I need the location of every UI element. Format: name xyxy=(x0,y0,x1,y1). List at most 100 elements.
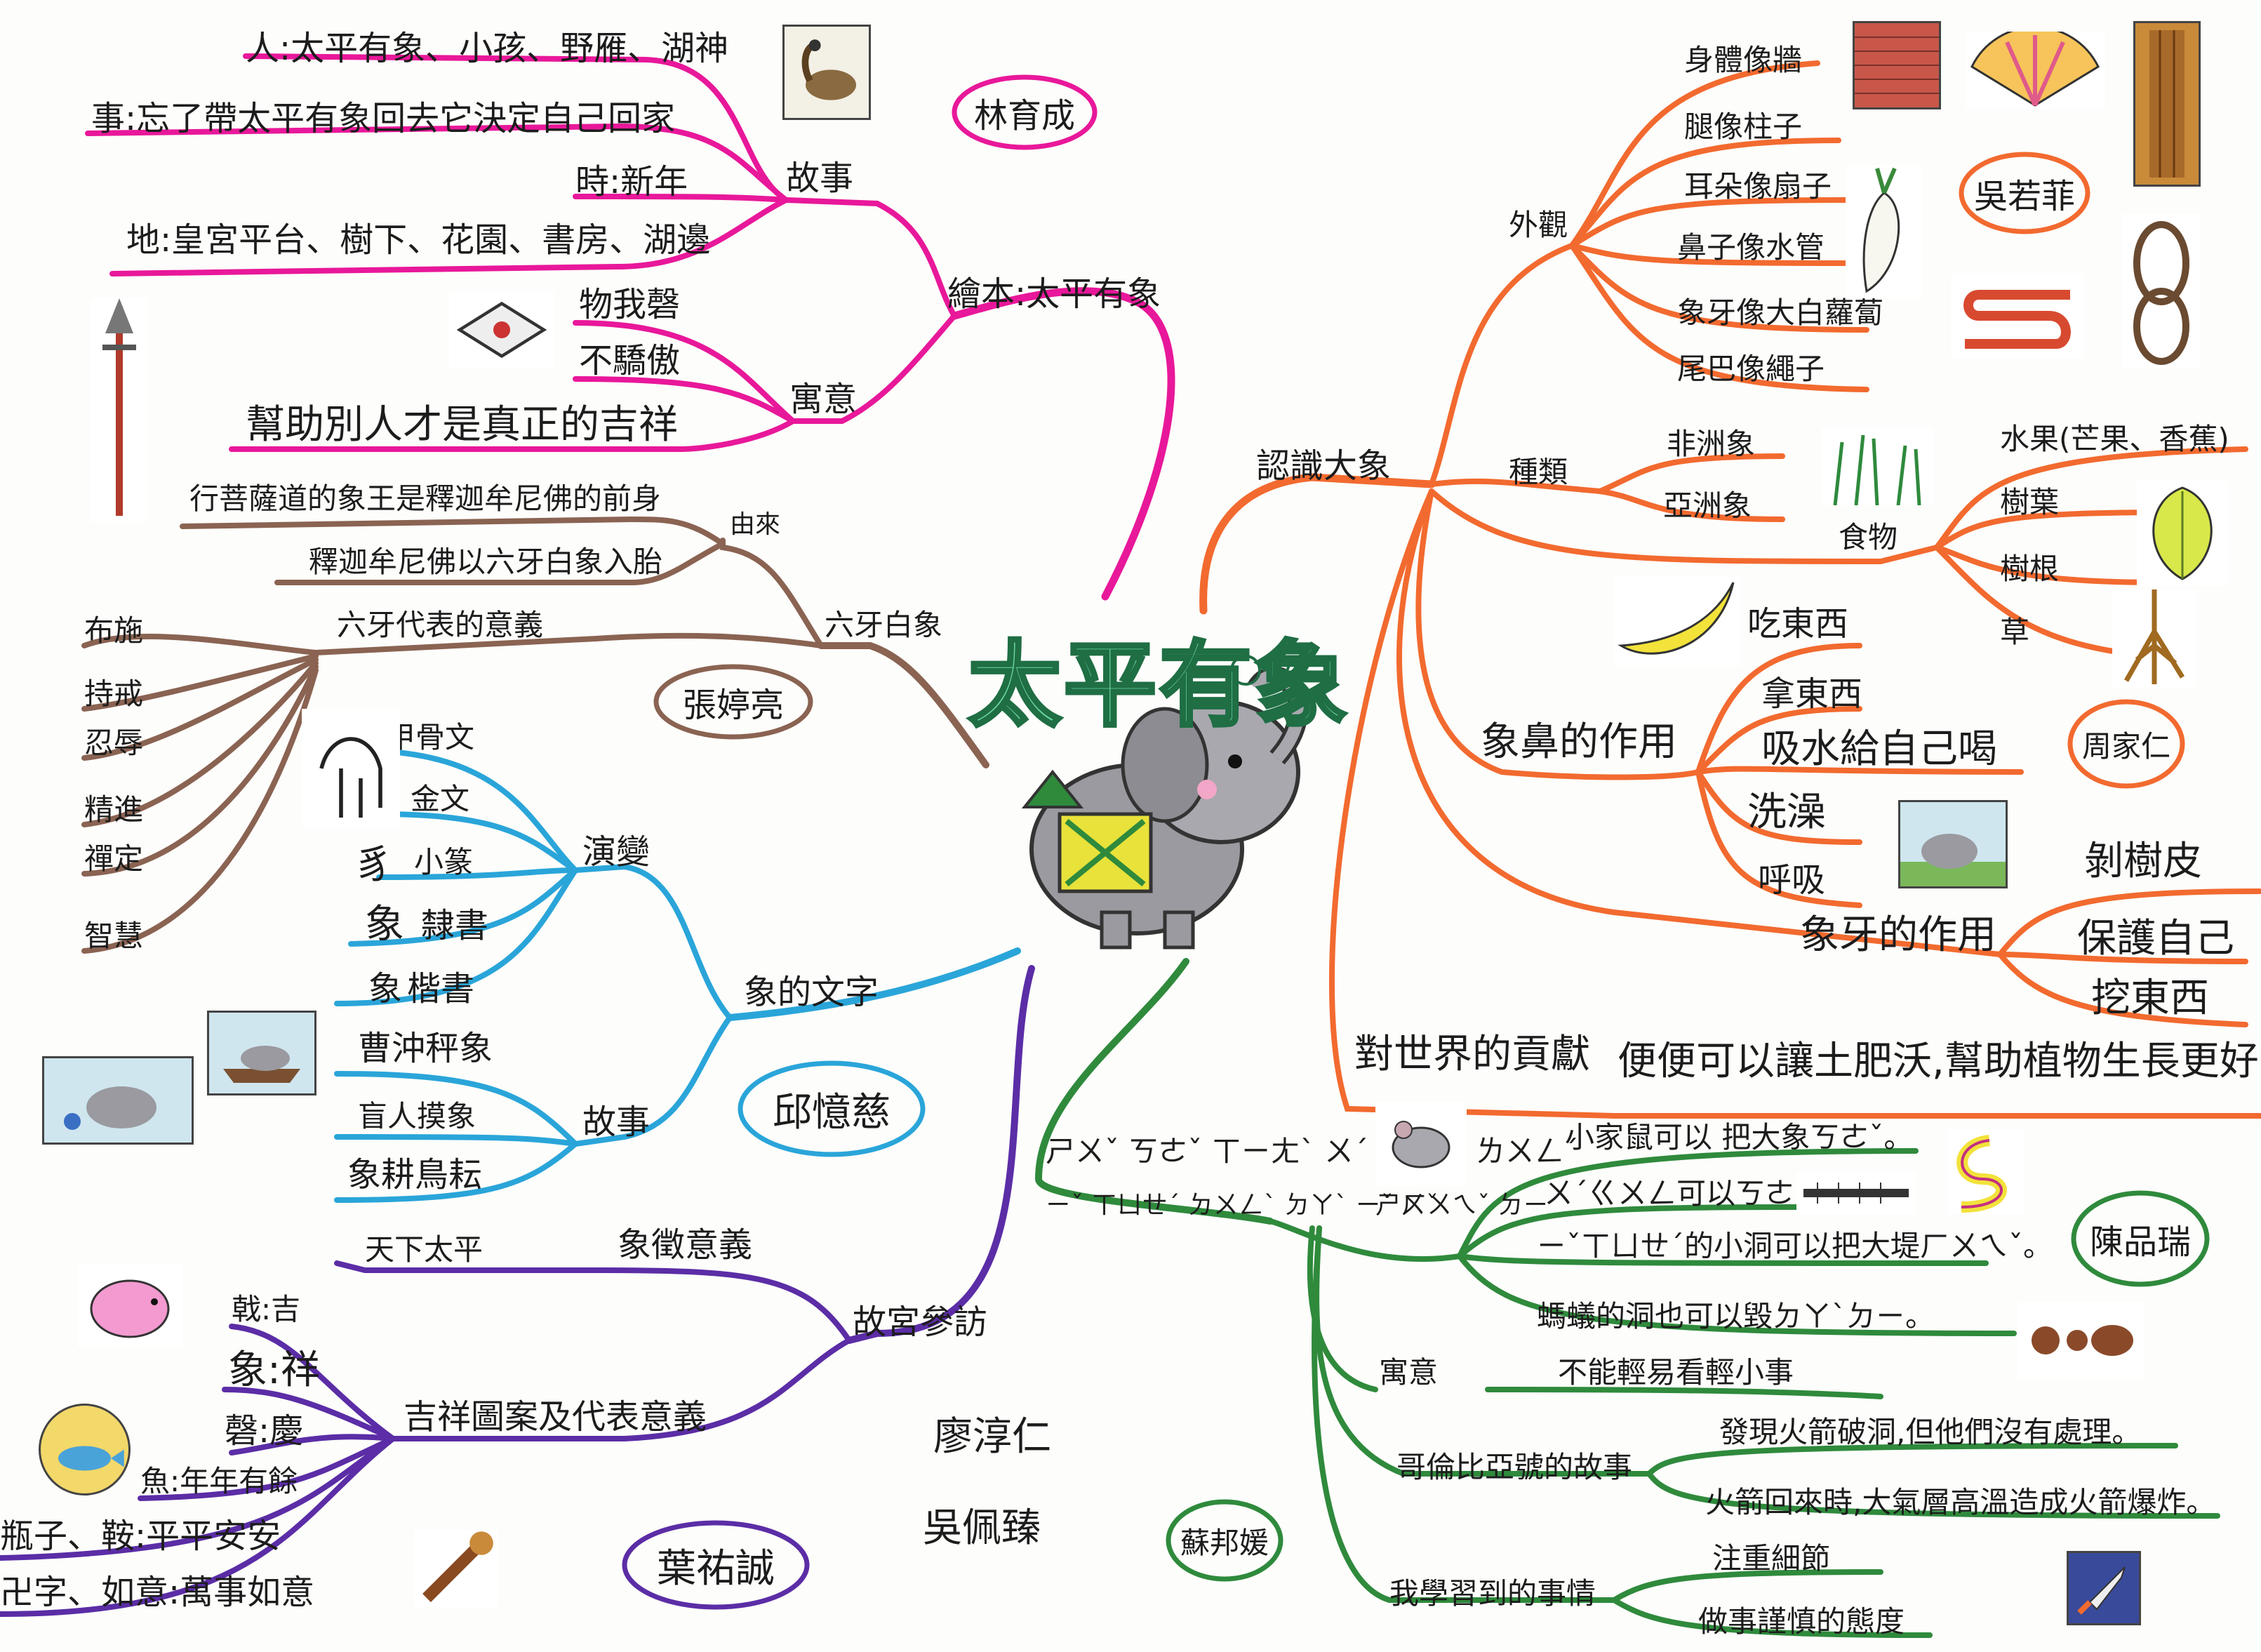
purple-auspicious-item-4: 瓶子、鞍:平平安安 xyxy=(0,1517,281,1556)
pink-story-time: 時:新年 xyxy=(575,162,688,201)
center-title: 太平有象 xyxy=(967,630,1350,742)
pink-moral-label: 寓意 xyxy=(789,380,858,419)
blue-glyph-2: 象 xyxy=(368,969,403,1008)
root-picture xyxy=(2112,589,2196,688)
blue-branch-lines xyxy=(334,748,1021,1203)
orange-appearance-item-4: 象牙像大白蘿蔔 xyxy=(1677,295,1884,330)
blue-glyph-1: 象 xyxy=(365,902,404,947)
pink-story-people: 人:太平有象、小孩、野雁、湖神 xyxy=(246,29,729,68)
snake-picture xyxy=(1947,1130,2025,1214)
green-columbia-item-1: 火箭回來時,大氣層高溫造成火箭爆炸。 xyxy=(1705,1485,2216,1519)
brown-origin-label: 由來 xyxy=(730,510,781,539)
purple-auspicious-item-1: 象:祥 xyxy=(228,1347,320,1393)
brown-origin-line1: 行菩薩道的象王是釋迦牟尼佛的前身 xyxy=(189,481,662,516)
green-title-line1: ㄕㄨˇ ㄎㄜˇ ㄒㄧㄤˋ ㄨˊ ㄍㄨㄥ ㄌㄨㄥˊ xyxy=(1046,1134,1579,1168)
green-columbia-item-0: 發現火箭破洞,但他們沒有處理。 xyxy=(1719,1415,2142,1449)
fish-plate-picture xyxy=(39,1404,131,1496)
radish-picture xyxy=(1846,165,1923,298)
blue-story-item-0: 曹沖秤象 xyxy=(358,1029,493,1068)
purple-symbol-item: 天下太平 xyxy=(365,1232,483,1267)
green-learned-item-0: 注重細節 xyxy=(1712,1541,1831,1576)
purple-auspicious-item-0: 戟:吉 xyxy=(232,1292,301,1326)
green-columbia-label: 哥倫比亞號的故事 xyxy=(1396,1450,1633,1484)
pink-story-event: 事:忘了帶太平有象回去它決定自己回家 xyxy=(91,99,676,138)
brown-six-tusks-label: 六牙代表的意義 xyxy=(337,608,544,642)
blue-glyph-0: 豸 xyxy=(354,842,394,888)
orange-trunk-item-4: 呼吸 xyxy=(1758,860,1826,900)
orange-food-item-3: 草 xyxy=(2000,615,2030,649)
orange-appearance-item-5: 尾巴像繩子 xyxy=(1677,352,1825,386)
purple-author2-oval: 葉祐誠 xyxy=(657,1545,775,1592)
orange-branch-lines xyxy=(1199,60,2261,1119)
elephant-bath-picture xyxy=(1898,800,2008,888)
name-oval-outlines xyxy=(622,74,2210,1610)
blue-story-item-1: 盲人摸象 xyxy=(358,1099,476,1133)
purple-auspicious-label: 吉祥圖案及代表意義 xyxy=(403,1397,707,1437)
orange-contribution-label: 對世界的貢獻 xyxy=(1354,1032,1590,1077)
blue-evolution-item-4: 楷書 xyxy=(407,969,475,1008)
purple-symbol-label: 象徵意義 xyxy=(618,1225,753,1265)
orange-trunk-item-1: 拿東西 xyxy=(1761,674,1863,714)
orange-food-item-1: 樹葉 xyxy=(2000,485,2060,519)
purple-auspicious-item-2: 磬:慶 xyxy=(225,1411,304,1451)
green-mouse-item-0: 小家鼠可以 把大象ㄎㄜˇ。 xyxy=(1565,1120,1914,1154)
purple-main-label: 故宮參訪 xyxy=(853,1303,988,1342)
elephant-glyph-picture xyxy=(302,709,400,828)
orange-food-item-2: 樹根 xyxy=(2000,552,2060,586)
blue-evolution-item-1: 金文 xyxy=(411,782,470,816)
banana-picture xyxy=(1614,575,1740,667)
orange-appearance-item-3: 鼻子像水管 xyxy=(1677,230,1825,265)
orange-appearance-item-1: 腿像柱子 xyxy=(1684,109,1803,144)
green-moral-item: 不能輕易看輕小事 xyxy=(1558,1355,1794,1390)
green-author1-oval: 陳品瑞 xyxy=(2089,1223,2191,1262)
green-title-line2: ㄧˇ ㄒㄩㄝˊ ㄉㄨㄥˋ ㄉㄚˋ ㄧˇ ㄏㄨㄟˇ ㄉㄧ xyxy=(1046,1191,1549,1220)
center-bubbles xyxy=(1230,654,1312,686)
orange-trunk-item-3: 洗澡 xyxy=(1747,790,1826,835)
blue-author-oval: 邱憶慈 xyxy=(773,1089,891,1135)
pink-elephant-picture xyxy=(77,1263,182,1347)
brown-tusk-item-4: 禪定 xyxy=(84,841,144,876)
leaves-picture xyxy=(2137,481,2228,586)
grass-picture xyxy=(1821,428,1933,505)
green-learned-item-1: 做事謹慎的態度 xyxy=(1698,1604,1905,1639)
centipede-picture xyxy=(1796,1172,1916,1214)
mouse-picture xyxy=(1375,1102,1467,1186)
brown-tusk-item-2: 忍辱 xyxy=(84,726,144,760)
blue-evolution-item-2: 小篆 xyxy=(414,845,474,879)
purple-author-1: 吳佩臻 xyxy=(923,1505,1041,1551)
hose-picture xyxy=(1951,274,2084,358)
orange-appearance-label: 外觀 xyxy=(1509,208,1568,242)
ruyi-picture xyxy=(414,1530,498,1607)
pink-branch-lines xyxy=(85,53,1175,601)
boat-story-picture xyxy=(207,1011,316,1095)
green-author2-oval: 蘇邦媛 xyxy=(1180,1525,1269,1560)
orange-contribution-item: 便便可以讓土肥沃,幫助植物生長更好 xyxy=(1618,1039,2259,1084)
weapon-halberd-picture xyxy=(91,298,147,523)
brown-author-oval: 張婷亮 xyxy=(682,686,784,725)
orange-food-label: 食物 xyxy=(1839,520,1898,554)
pink-moral-item3: 幫助別人才是真正的吉祥 xyxy=(246,402,678,448)
green-learned-label: 我學習到的事情 xyxy=(1389,1576,1596,1611)
green-moral-label: 寓意 xyxy=(1379,1355,1439,1390)
blue-evolution-label: 演變 xyxy=(582,832,651,872)
fan-picture xyxy=(1965,32,2105,109)
orange-tusk-item-1: 保護自己 xyxy=(2077,916,2234,961)
pillar-picture xyxy=(2133,21,2201,187)
blue-evolution-item-0: 甲骨文 xyxy=(386,720,475,754)
central-elephant-picture xyxy=(1021,666,1309,950)
orange-species-item-0: 非洲象 xyxy=(1667,427,1756,461)
goose-picture xyxy=(782,25,871,120)
green-branch-lines xyxy=(1034,958,2220,1638)
brown-tusk-item-1: 持戒 xyxy=(84,677,144,711)
pink-story-place: 地:皇宮平台、樹下、花園、書房、湖邊 xyxy=(126,220,711,260)
brick-wall-picture xyxy=(1853,21,1941,109)
ant-picture xyxy=(2017,1302,2144,1379)
green-mouse-item-2: ㄧˇㄒㄩㄝˊ的小洞可以把大堤ㄏㄨㄟˇ。 xyxy=(1537,1229,2053,1263)
orange-trunk-item-2: 吸水給自己喝 xyxy=(1761,726,1997,772)
orange-trunk-label: 象鼻的作用 xyxy=(1481,719,1677,765)
orange-tusk-label: 象牙的作用 xyxy=(1800,912,1996,958)
purple-auspicious-item-5: 卍字、如意:萬事如意 xyxy=(0,1573,315,1612)
elephant-story-picture xyxy=(42,1056,194,1145)
purple-auspicious-item-3: 魚:年年有餘 xyxy=(140,1464,298,1498)
